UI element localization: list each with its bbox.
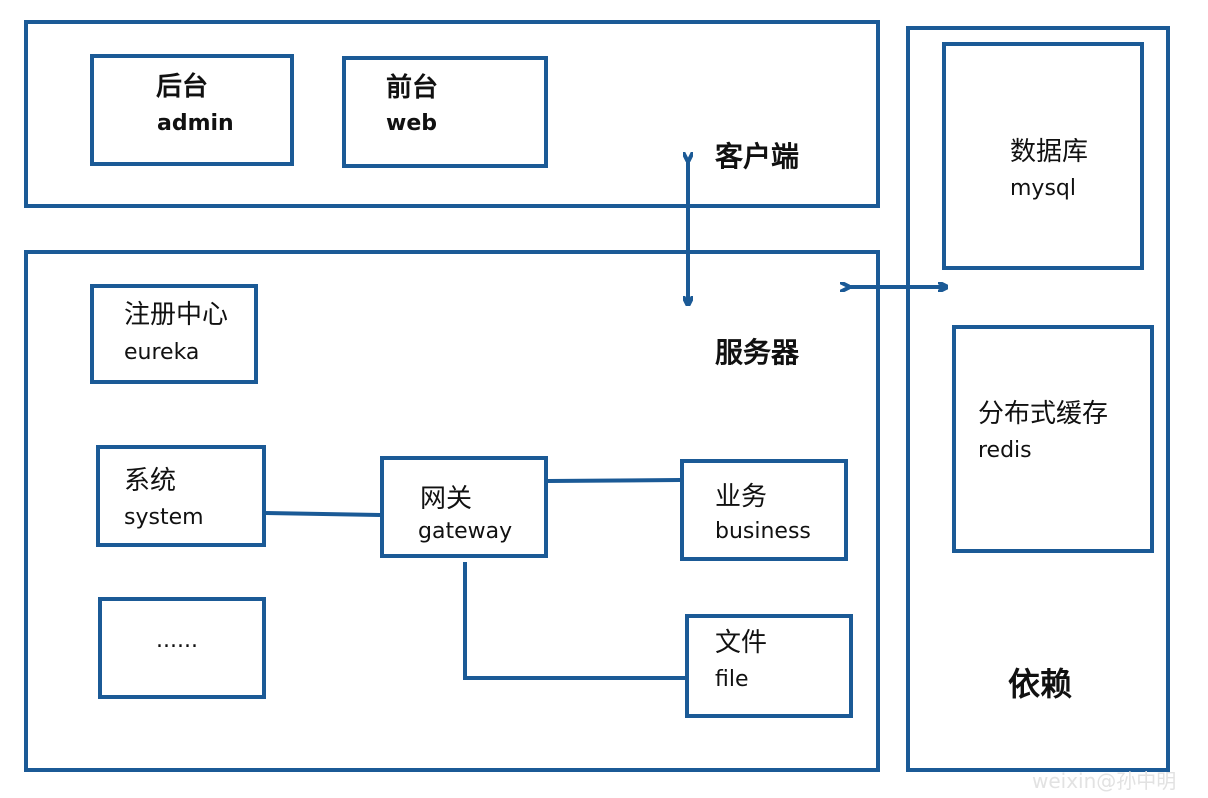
gateway-title: 网关 — [420, 484, 473, 514]
eureka-box — [90, 284, 258, 384]
system-title: 系统 — [124, 466, 177, 496]
more-box — [98, 597, 266, 699]
gateway-file-line — [463, 562, 685, 680]
client-label: 客户端 — [715, 140, 800, 173]
eureka-title: 注册中心 — [124, 300, 229, 330]
dependency-label: 依赖 — [1008, 665, 1073, 703]
more-title: ...... — [156, 628, 198, 653]
system-gateway-line — [265, 511, 381, 517]
server-label: 服务器 — [715, 336, 800, 369]
redis-title: 分布式缓存 — [978, 399, 1109, 429]
gateway-business-line — [547, 478, 681, 483]
gateway-box — [380, 456, 548, 558]
mysql-sub: mysql — [1010, 176, 1076, 201]
web-title: 前台 — [386, 73, 439, 103]
gateway-sub: gateway — [418, 519, 513, 544]
file-sub: file — [715, 667, 749, 692]
web-sub: web — [386, 111, 437, 136]
web-box — [342, 56, 548, 168]
mysql-box — [942, 42, 1144, 270]
admin-box — [90, 54, 294, 166]
admin-sub: admin — [157, 111, 234, 136]
business-title: 业务 — [715, 482, 768, 512]
system-box — [96, 445, 266, 547]
business-sub: business — [715, 519, 811, 544]
admin-title: 后台 — [156, 72, 209, 102]
eureka-sub: eureka — [124, 340, 200, 365]
redis-sub: redis — [978, 438, 1032, 463]
business-box — [680, 459, 848, 561]
watermark: weixin@孙中明 — [1032, 769, 1177, 793]
system-sub: system — [124, 505, 204, 530]
redis-box — [952, 325, 1154, 553]
mysql-title: 数据库 — [1010, 137, 1089, 167]
file-box — [685, 614, 853, 718]
file-title: 文件 — [715, 628, 768, 658]
